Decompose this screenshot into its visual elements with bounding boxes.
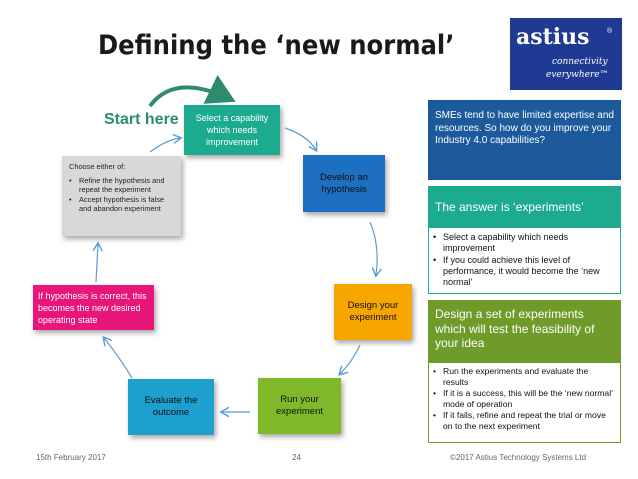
list-item: •If it is a success, this will be the ‘n… bbox=[433, 388, 613, 409]
list-item: •Run the experiments and evaluate the re… bbox=[433, 366, 589, 387]
design-points: •Run the experiments and evaluate the re… bbox=[428, 363, 621, 443]
arrow-design-to-run bbox=[340, 344, 361, 374]
choose-option: •Refine the hypothesis and repeat the ex… bbox=[69, 176, 165, 194]
arrow-choose-to-select bbox=[149, 138, 180, 153]
bullet-icon: • bbox=[433, 232, 437, 242]
answer-heading: The answer is ‘experiments’ bbox=[428, 186, 621, 228]
start-here-label: Start here bbox=[104, 111, 179, 128]
bullet-icon: • bbox=[433, 255, 437, 265]
answer-points: •Select a capability which needs improve… bbox=[428, 228, 621, 294]
step-run-experiment: Run your experiment bbox=[258, 378, 341, 434]
arrow-select-to-hypothesis bbox=[284, 127, 316, 150]
logo-registered-mark: ® bbox=[607, 28, 613, 35]
astius-logo: astius ® connectivity everywhere™ bbox=[510, 18, 622, 90]
list-item: •If it fails, refine and repeat the tria… bbox=[433, 410, 606, 431]
choose-heading: Choose either of: bbox=[69, 162, 126, 171]
choose-option: •Accept hypothesis is false and abandon … bbox=[69, 195, 165, 213]
footer-page-number: 24 bbox=[292, 453, 301, 462]
step-select-capability: Select a capability which needs improvem… bbox=[184, 105, 280, 155]
bullet-icon: • bbox=[69, 195, 72, 204]
arrow-evaluate-to-correct bbox=[104, 338, 133, 379]
slide-title: Defining the ‘new normal’ bbox=[98, 30, 455, 61]
step-evaluate-outcome: Evaluate the outcome bbox=[128, 379, 214, 435]
list-item: •Select a capability which needs improve… bbox=[433, 232, 569, 253]
bullet-icon: • bbox=[433, 388, 437, 398]
bullet-icon: • bbox=[433, 366, 437, 376]
logo-word: astius bbox=[516, 24, 590, 50]
logo-tagline-2: everywhere™ bbox=[546, 70, 609, 80]
arrow-hypothesis-to-design bbox=[369, 221, 377, 275]
bullet-icon: • bbox=[433, 410, 437, 420]
arrow-correct-to-choose bbox=[96, 244, 98, 283]
step-hypothesis-correct: If hypothesis is correct, this becomes t… bbox=[33, 285, 154, 330]
logo-tagline-1: connectivity bbox=[552, 57, 608, 67]
intro-panel: SMEs tend to have limited expertise and … bbox=[428, 100, 621, 180]
design-heading: Design a set of experiments which will t… bbox=[428, 300, 621, 363]
list-item: •If you could achieve this level of perf… bbox=[433, 255, 600, 287]
footer-date: 15th February 2017 bbox=[36, 453, 106, 462]
start-here-arrow bbox=[148, 75, 236, 108]
step-develop-hypothesis: Develop an hypothesis bbox=[303, 155, 385, 212]
step-design-experiment: Design your experiment bbox=[334, 284, 412, 340]
step-choose-either: Choose either of: •Refine the hypothesis… bbox=[62, 156, 181, 236]
footer-copyright: ©2017 Astius Technology Systems Ltd bbox=[450, 453, 587, 462]
bullet-icon: • bbox=[69, 176, 72, 185]
